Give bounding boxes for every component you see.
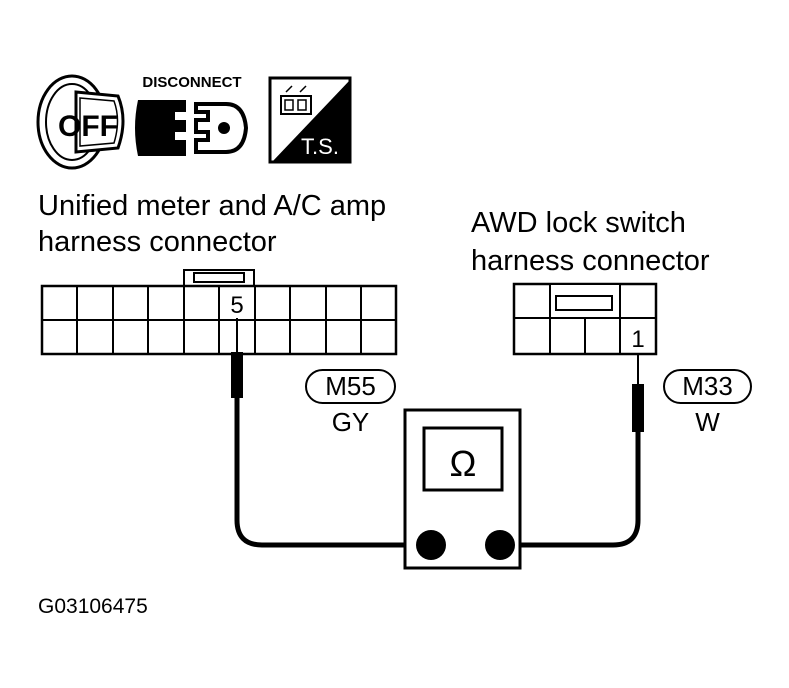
right-connector-color: W [695, 407, 720, 437]
right-probe [632, 354, 644, 432]
right-test-lead [500, 432, 641, 548]
left-connector-title-line1: Unified meter and A/C amp [38, 190, 387, 222]
right-connector: 1 [512, 282, 658, 356]
left-pin-label: 5 [230, 292, 243, 319]
left-connector-title-line2: harness connector [38, 226, 277, 258]
left-connector: 5 [40, 269, 398, 356]
right-connector-code: M33 [663, 369, 752, 404]
tester-tool-icon: T.S. [268, 76, 352, 164]
right-connector-title-line1: AWD lock switch [471, 207, 686, 239]
left-connector-code: M55 [305, 369, 396, 404]
ignition-key-off-icon: OFF [36, 74, 125, 170]
figure-id: G03106475 [38, 595, 148, 618]
disconnect-label: DISCONNECT [142, 74, 241, 91]
disconnect-connector-icon: DISCONNECT [135, 74, 249, 156]
meter-terminal-left [416, 530, 446, 560]
left-test-lead [234, 398, 432, 548]
right-pin-label: 1 [631, 326, 644, 353]
tool-ts-label: T.S. [301, 134, 339, 159]
ohmmeter: Ω [403, 408, 522, 570]
left-probe [231, 318, 243, 398]
right-connector-title-line2: harness connector [471, 245, 710, 277]
meter-terminal-right [485, 530, 515, 560]
ohm-symbol: Ω [450, 443, 477, 484]
ignition-off-label: OFF [58, 110, 118, 143]
left-connector-color: GY [331, 407, 370, 437]
